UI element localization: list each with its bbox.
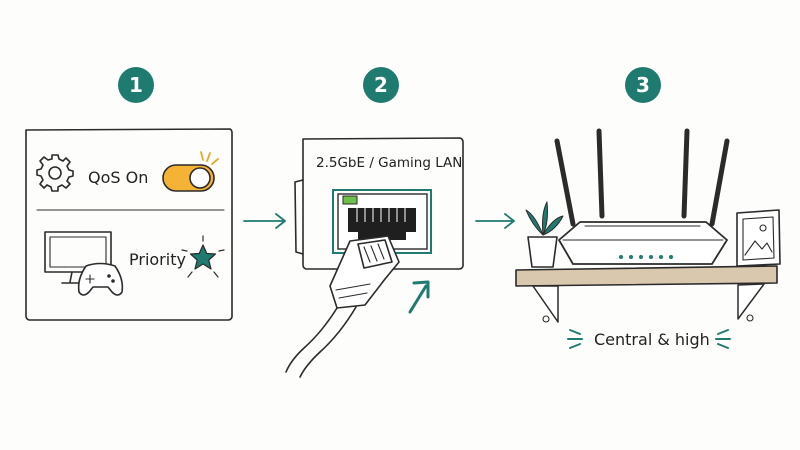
plant-icon [525, 201, 564, 268]
arrow-up-icon [408, 280, 430, 314]
qos-toggle[interactable] [162, 151, 219, 192]
star-icon [181, 235, 225, 278]
arrow-right-icon [475, 213, 515, 229]
step-badge-1: 1 [118, 67, 154, 103]
port-panel [294, 137, 464, 270]
router-icon [554, 128, 730, 265]
settings-card [25, 128, 233, 321]
priority-label: Priority [129, 250, 186, 269]
gamepad-icon [77, 262, 124, 296]
placement-emphasis-marks [567, 329, 731, 349]
port-label: 2.5GbE / Gaming LAN [316, 155, 463, 171]
ethernet-cable-icon [285, 235, 400, 378]
shelf-icon [515, 265, 778, 323]
gear-icon [36, 154, 74, 192]
step-badge-2: 2 [363, 67, 399, 103]
picture-frame-icon [736, 209, 781, 267]
placement-label: Central & high [594, 330, 710, 349]
step-badge-3: 3 [625, 67, 661, 103]
qos-label: QoS On [88, 168, 149, 187]
arrow-right-icon [243, 213, 286, 229]
